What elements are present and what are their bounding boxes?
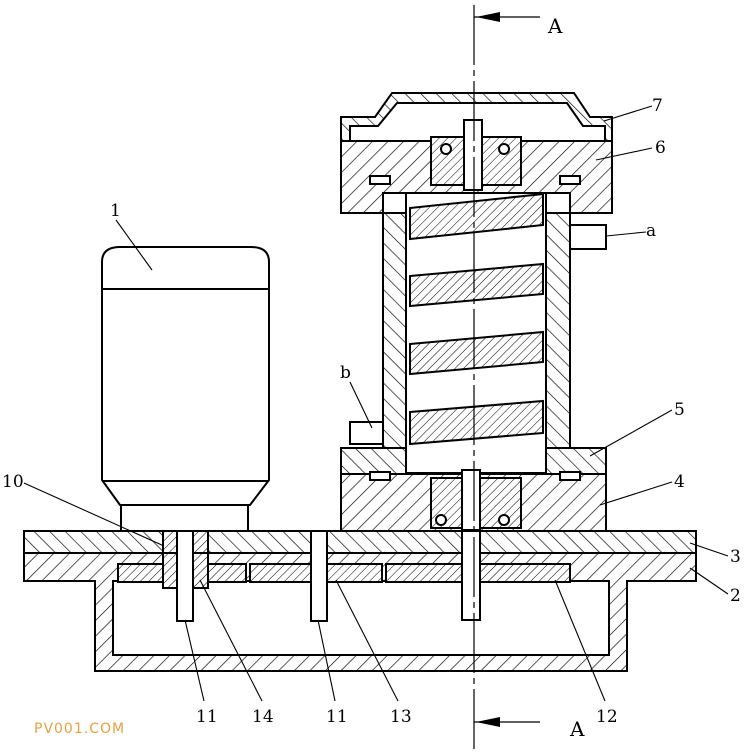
leader-2 (689, 567, 729, 595)
screw-blade-3 (409, 330, 544, 376)
port-a (569, 224, 607, 250)
upper-seal-left (369, 175, 391, 185)
leader-6 (595, 147, 653, 161)
leader-14 (199, 579, 263, 702)
section-label-bottom: A (569, 717, 585, 741)
arrowhead-top (476, 12, 500, 22)
leader-a (605, 231, 647, 237)
leader-5 (589, 409, 673, 457)
screw-blade-1 (409, 192, 544, 241)
leader-13 (335, 579, 399, 702)
leader-3 (689, 542, 729, 557)
upper-ball-right (498, 143, 510, 155)
label-12: 12 (596, 707, 618, 727)
leader-7 (603, 105, 653, 122)
upper-seal-right (559, 175, 581, 185)
section-label-top: A (547, 14, 563, 38)
shaft-main (461, 519, 481, 621)
leader-11-middle (317, 619, 336, 702)
label-b: b (340, 363, 351, 383)
label-a: a (646, 221, 656, 241)
watermark: PV001.COM (34, 721, 125, 737)
lower-seal-right (559, 471, 581, 481)
port-b (349, 421, 384, 445)
leader-11-left (184, 619, 205, 702)
leader-4 (599, 481, 673, 506)
label-4: 4 (674, 472, 685, 492)
screw-blade-2 (409, 262, 544, 308)
lower-shaft (461, 469, 481, 531)
label-6: 6 (655, 138, 666, 158)
upper-ball-left (440, 143, 452, 155)
shaft-11-middle (310, 530, 328, 622)
lower-seal-left (369, 471, 391, 481)
leader-10 (23, 482, 165, 547)
label-11-left: 11 (196, 707, 218, 727)
label-13: 13 (390, 707, 412, 727)
label-14: 14 (252, 707, 274, 727)
label-7: 7 (652, 96, 663, 116)
screw-blade-4 (409, 399, 544, 446)
label-11-middle: 11 (326, 707, 348, 727)
lower-ball-left (435, 514, 447, 526)
leader-b (349, 381, 373, 429)
lower-ball-right (498, 514, 510, 526)
leader-1 (115, 219, 153, 271)
arrowhead-bottom (476, 717, 500, 727)
upper-shaft (463, 119, 483, 191)
leader-12 (554, 579, 606, 702)
label-2: 2 (730, 586, 741, 606)
label-3: 3 (730, 547, 741, 567)
shaft-11-left (176, 530, 194, 622)
label-10: 10 (2, 472, 24, 492)
label-5: 5 (674, 400, 685, 420)
top-plate (23, 530, 697, 554)
motor-body (101, 246, 270, 506)
label-1: 1 (110, 201, 121, 221)
motor-mount (120, 504, 249, 532)
